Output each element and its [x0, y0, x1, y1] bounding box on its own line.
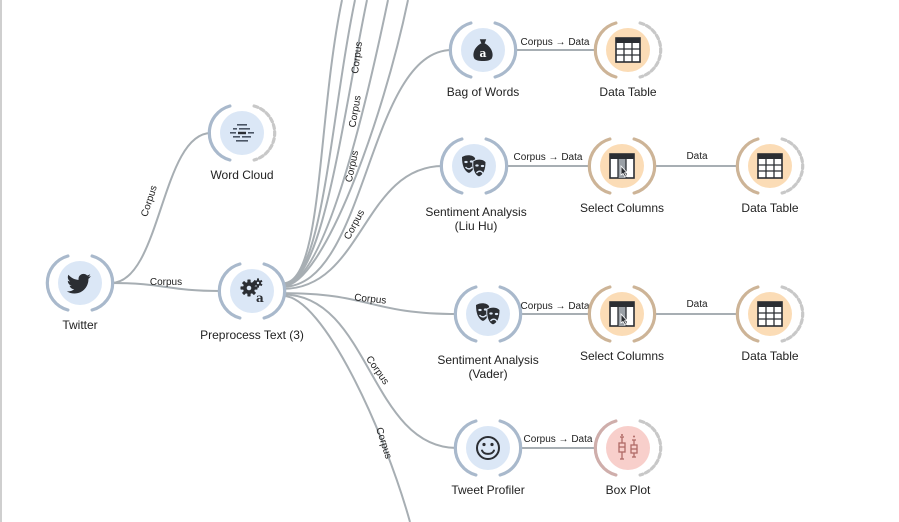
link-label-preprocess-text-to-offscreen-bottom: Corpus [373, 426, 393, 460]
link-label-twitter-to-word-cloud: Corpus [139, 184, 159, 218]
link-preprocess-text-to-sentiment-vader[interactable] [282, 292, 458, 315]
node-preprocess-text[interactable]: Preprocess Text (3) [200, 262, 304, 342]
input-channel-ring[interactable] [207, 104, 232, 162]
node-label: Select Columns [580, 349, 664, 363]
node-box-plot[interactable]: Box Plot [593, 419, 663, 497]
output-channel-ring[interactable] [252, 104, 277, 162]
node-label: Preprocess Text (3) [200, 328, 304, 342]
node-body[interactable] [466, 426, 510, 470]
output-channel-ring[interactable] [638, 21, 663, 79]
output-channel-ring[interactable] [498, 419, 523, 477]
link-label-twitter-to-preprocess-text: Corpus [150, 277, 182, 288]
node-label: Box Plot [606, 483, 651, 497]
input-channel-ring[interactable] [453, 285, 478, 343]
link-preprocess-text-to-offscreen-bottom[interactable] [282, 294, 411, 522]
node-data-table-1[interactable]: Data Table [593, 21, 663, 99]
input-channel-ring[interactable] [217, 262, 242, 320]
select-columns-icon [609, 153, 635, 179]
node-label: Word Cloud [210, 168, 273, 182]
link-preprocess-text-to-offscreen-top-1[interactable] [282, 0, 343, 285]
link-preprocess-text-to-offscreen-top-5[interactable] [282, 0, 409, 288]
input-channel-ring[interactable] [593, 419, 618, 477]
link-preprocess-text-to-offscreen-top-4[interactable] [282, 0, 389, 287]
output-channel-ring[interactable] [780, 137, 805, 195]
output-channel-ring[interactable] [484, 137, 509, 195]
node-select-columns-1[interactable]: Select Columns [580, 137, 664, 215]
link-label-preprocess-text-to-offscreen-top-2: Corpus [347, 95, 363, 129]
node-data-table-3[interactable]: Data Table [735, 285, 805, 363]
select-columns-icon [609, 301, 635, 327]
link-twitter-to-preprocess-text[interactable] [110, 282, 222, 292]
node-label: Data Table [741, 201, 798, 215]
canvas-left-border [0, 0, 2, 522]
node-data-table-2[interactable]: Data Table [735, 137, 805, 215]
table-icon [615, 37, 641, 63]
link-label-sentiment-vader-to-select-columns-2: Corpus → Data [521, 301, 590, 312]
link-label-select-columns-1-to-data-table-2: Data [686, 151, 708, 162]
node-sentiment-liu-hu[interactable]: Sentiment Analysis(Liu Hu) [425, 137, 527, 233]
node-tweet-profiler[interactable]: Tweet Profiler [451, 419, 525, 497]
table-icon [757, 301, 783, 327]
output-channel-ring[interactable] [262, 262, 287, 320]
input-channel-ring[interactable] [587, 137, 612, 195]
node-body[interactable] [606, 426, 650, 470]
input-channel-ring[interactable] [453, 419, 478, 477]
node-word-cloud[interactable]: Word Cloud [207, 104, 277, 182]
node-label: Sentiment Analysis(Liu Hu) [425, 205, 526, 233]
link-preprocess-text-to-offscreen-top-2[interactable] [282, 0, 356, 285]
output-channel-ring[interactable] [498, 285, 523, 343]
input-channel-ring[interactable] [439, 137, 464, 195]
link-preprocess-text-to-tweet-profiler[interactable] [282, 293, 458, 449]
link-label-sentiment-liu-hu-to-select-columns-1: Corpus → Data [514, 152, 583, 163]
link-label-preprocess-text-to-offscreen-top-3: Corpus [350, 41, 365, 74]
node-label: Bag of Words [447, 85, 519, 99]
link-label-bag-of-words-to-data-table-1: Corpus → Data [521, 37, 590, 48]
input-channel-ring[interactable] [593, 21, 618, 79]
link-preprocess-text-to-offscreen-top-3[interactable] [282, 0, 368, 286]
node-select-columns-2[interactable]: Select Columns [580, 285, 664, 363]
output-channel-ring[interactable] [632, 137, 657, 195]
output-channel-ring[interactable] [90, 254, 115, 312]
input-channel-ring[interactable] [735, 285, 760, 343]
node-sentiment-vader[interactable]: Sentiment Analysis(Vader) [437, 285, 539, 381]
link-label-tweet-profiler-to-box-plot: Corpus → Data [524, 434, 593, 445]
node-label: Sentiment Analysis(Vader) [437, 353, 538, 381]
node-twitter[interactable]: Twitter [45, 254, 115, 332]
output-channel-ring[interactable] [632, 285, 657, 343]
node-label: Select Columns [580, 201, 664, 215]
input-channel-ring[interactable] [735, 137, 760, 195]
node-label: Twitter [62, 318, 97, 332]
link-preprocess-text-to-bag-of-words[interactable] [282, 49, 453, 288]
output-channel-ring[interactable] [638, 419, 663, 477]
link-preprocess-text-to-sentiment-liu-hu[interactable] [282, 165, 444, 290]
table-icon [757, 153, 783, 179]
node-label: Tweet Profiler [451, 483, 524, 497]
node-label: Data Table [741, 349, 798, 363]
node-bag-of-words[interactable]: Bag of Words [447, 21, 519, 99]
input-channel-ring[interactable] [45, 254, 70, 312]
output-channel-ring[interactable] [493, 21, 518, 79]
link-twitter-to-word-cloud[interactable] [110, 132, 212, 284]
link-label-preprocess-text-to-sentiment-vader: Corpus [354, 292, 387, 306]
link-label-select-columns-2-to-data-table-3: Data [686, 299, 708, 310]
output-channel-ring[interactable] [780, 285, 805, 343]
input-channel-ring[interactable] [587, 285, 612, 343]
input-channel-ring[interactable] [448, 21, 473, 79]
node-label: Data Table [599, 85, 656, 99]
